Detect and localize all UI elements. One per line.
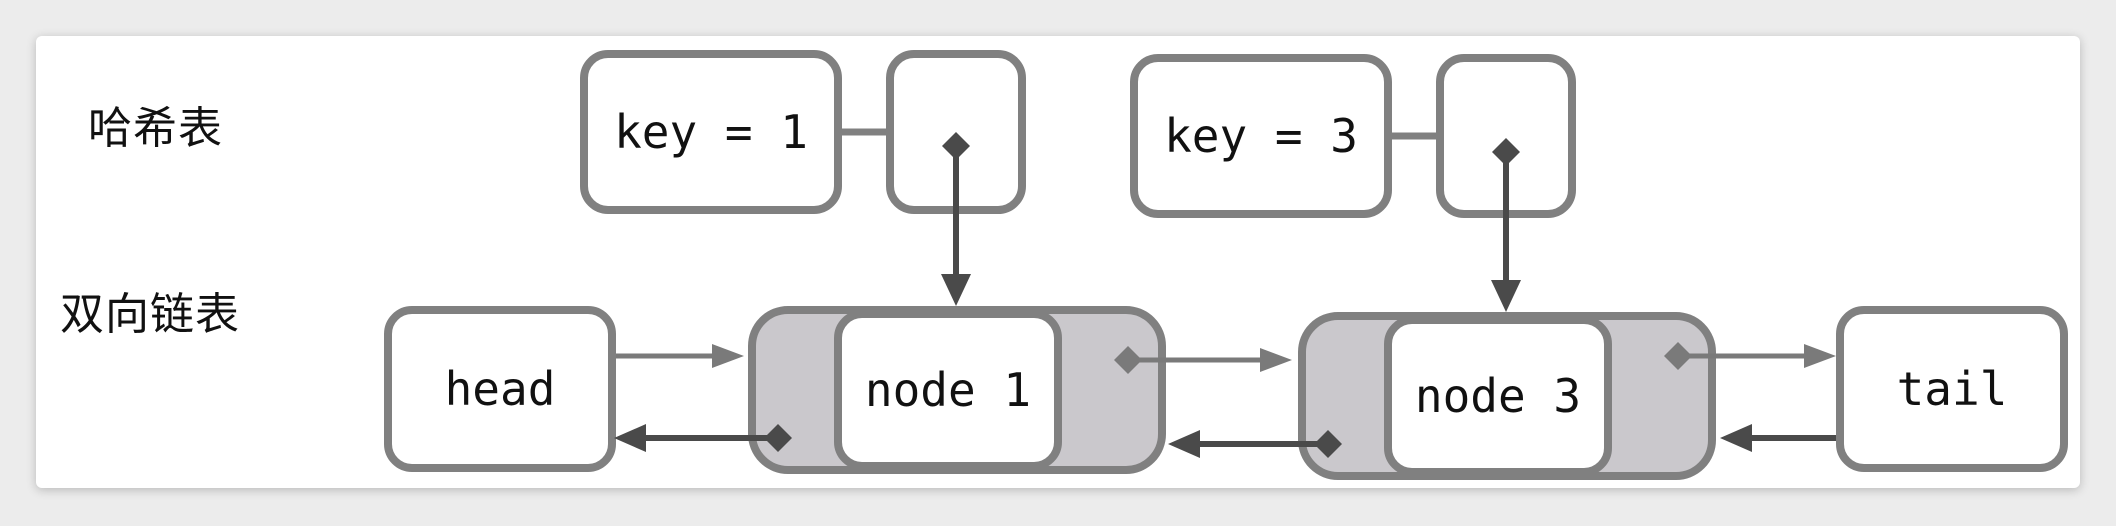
prev-arrowhead-node1-head — [614, 424, 646, 452]
pointer-arrowhead-1 — [941, 274, 971, 306]
list-node-1-key: node 1 — [834, 310, 1062, 470]
prev-arrowhead-tail-node3 — [1720, 424, 1752, 452]
next-arrowhead-node1-node3 — [1260, 348, 1292, 372]
linked-list-label: 双向链表 — [60, 289, 240, 340]
pointer-arrowhead-3 — [1491, 280, 1521, 312]
prev-arrowhead-node3-node1 — [1168, 430, 1200, 458]
next-arrowhead-head-node1 — [712, 344, 744, 368]
next-arrowhead-node3-tail — [1804, 344, 1836, 368]
list-node-3-key: node 3 — [1384, 316, 1612, 476]
list-tail-node: tail — [1836, 306, 2068, 472]
diagram-canvas: 哈希表 双向链表 key = 1 key = 3 head node 1 nod… — [36, 36, 2080, 488]
hash-table-label: 哈希表 — [88, 103, 223, 154]
connectors-layer — [614, 128, 1836, 458]
hash-key-3-box: key = 3 — [1130, 54, 1392, 218]
list-head-node: head — [384, 306, 616, 472]
hash-key-1-box: key = 1 — [580, 50, 842, 214]
